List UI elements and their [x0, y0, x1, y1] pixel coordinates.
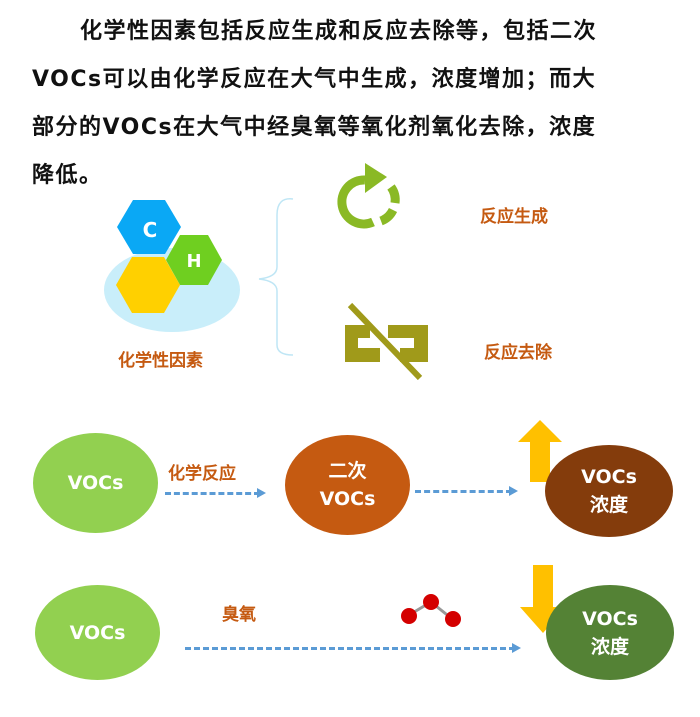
node-text: 浓度 [589, 494, 628, 516]
arrow [185, 643, 521, 653]
ozone-label: 臭氧 [222, 605, 256, 625]
reaction-generate-label: 反应生成 [480, 207, 548, 227]
arrow [165, 488, 266, 498]
brace [258, 198, 294, 356]
secondary-vocs-node: 二次 VOCs [285, 435, 410, 535]
reaction-remove-label: 反应去除 [484, 343, 552, 363]
molecule-icon: C H [104, 200, 240, 332]
vocs-concentration-down-node: VOCs 浓度 [546, 585, 674, 680]
hex-c-text: C [143, 218, 158, 242]
regenerate-icon [337, 163, 400, 229]
para-line: VOCs可以由化学反应在大气中生成，浓度增加；而大 [32, 67, 597, 92]
para-line: 降低。 [32, 163, 103, 188]
node-text: 二次 [328, 460, 367, 482]
vocs-text: VOCs [67, 472, 124, 494]
para-line: 部分的VOCs在大气中经臭氧等氧化剂氧化去除，浓度 [32, 115, 597, 140]
node-text: VOCs [319, 488, 376, 510]
para-line: 化学性因素包括反应生成和反应去除等，包括二次 [80, 19, 598, 44]
intro-paragraph: 化学性因素包括反应生成和反应去除等，包括二次 VOCs可以由化学反应在大气中生成… [32, 8, 597, 200]
node-text: VOCs [581, 466, 637, 488]
node-text: 浓度 [590, 635, 629, 658]
vocs-text: VOCs [69, 621, 126, 644]
up-arrow-icon [518, 420, 562, 482]
vocs-node: VOCs [35, 585, 160, 680]
chemical-factor-label: 化学性因素 [118, 351, 203, 371]
arrow [415, 486, 518, 496]
vocs-node: VOCs [33, 433, 158, 533]
chemical-reaction-label: 化学反应 [168, 464, 236, 484]
hex-h-text: H [186, 251, 201, 272]
vocs-concentration-up-node: VOCs 浓度 [545, 445, 673, 537]
removal-icon [345, 302, 428, 380]
node-text: VOCs [582, 607, 638, 630]
ozone-molecule-icon [401, 594, 461, 627]
